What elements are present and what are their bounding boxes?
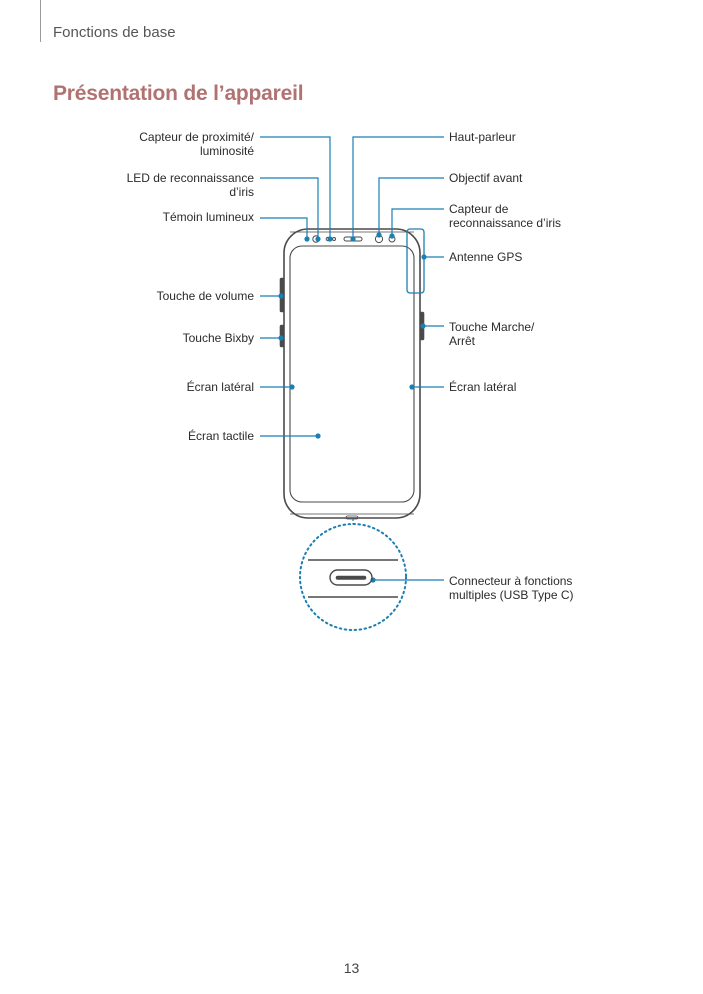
callout-lines (260, 136, 444, 581)
zoom-circle (299, 523, 407, 631)
phone-illustration (279, 228, 425, 520)
page-number: 13 (343, 960, 360, 976)
label-edge-screen-right: Écran latéral (449, 380, 517, 394)
phone-screen (289, 245, 415, 503)
label-speaker: Haut-parleur (449, 130, 516, 144)
label-touchscreen: Écran tactile (187, 429, 254, 443)
usb-c-port (329, 569, 373, 586)
header-rule (40, 0, 41, 42)
label-bixby-key: Touche Bixby (182, 331, 254, 345)
callout-dots (278, 232, 427, 583)
label-power-key: Touche Marche/ Arrêt (449, 320, 535, 348)
label-volume-key: Touche de volume (156, 289, 254, 303)
label-proximity-sensor: Capteur de proximité/ luminosité (139, 130, 254, 158)
label-usb-connector: Connecteur à fonctions multiples (USB Ty… (449, 574, 574, 602)
phone-body (283, 228, 421, 519)
label-edge-screen-left: Écran latéral (186, 380, 254, 394)
page-title: Présentation de l’appareil (53, 82, 304, 105)
label-iris-led: LED de reconnaissance d’iris (126, 171, 254, 199)
gps-area (406, 228, 425, 294)
label-gps-antenna: Antenne GPS (449, 250, 523, 264)
connector-zoom (299, 519, 407, 631)
label-iris-sensor: Capteur de reconnaissance d’iris (449, 202, 562, 230)
label-front-camera: Objectif avant (449, 171, 523, 185)
section-header: Fonctions de base (53, 24, 176, 41)
label-indicator: Témoin lumineux (162, 210, 254, 224)
